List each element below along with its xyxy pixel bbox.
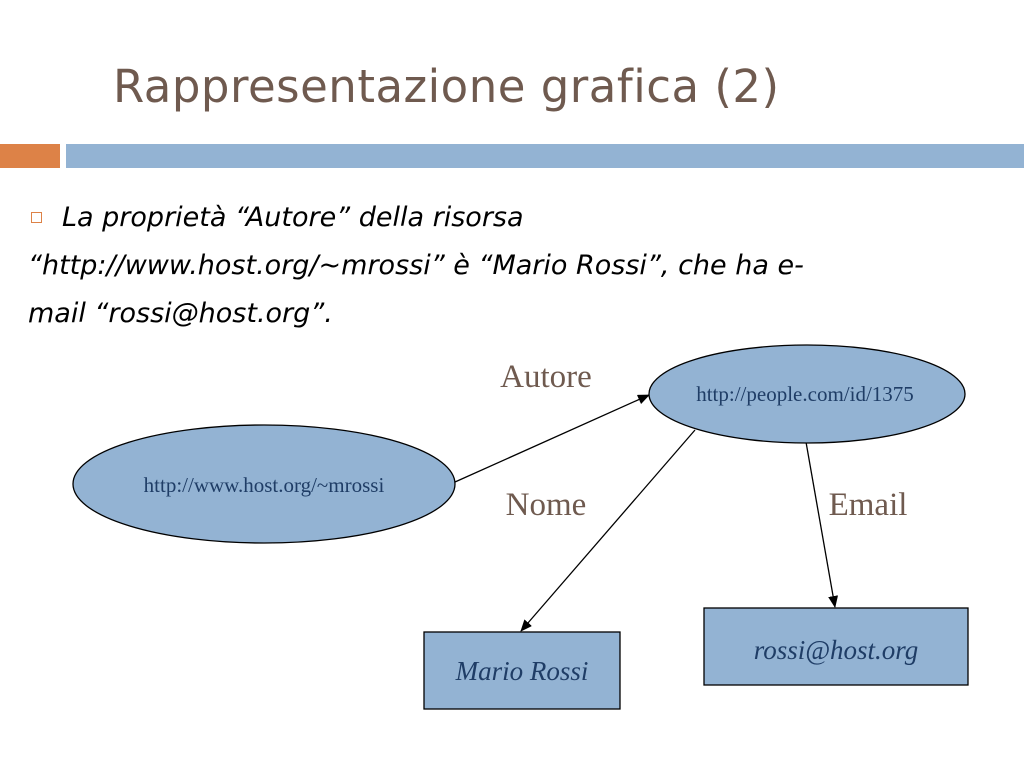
- node-email-label: rossi@host.org: [754, 635, 919, 665]
- accent-bar-orange: [0, 144, 60, 168]
- edge-label-nome: Nome: [506, 487, 587, 523]
- edge-label-email: Email: [829, 487, 908, 523]
- edge-nome: [520, 429, 696, 632]
- node-author-label: http://people.com/id/1375: [696, 382, 914, 406]
- bullet-line-3: mail “rossi@host.org”.: [28, 298, 333, 329]
- node-resource-ellipse: [72, 424, 456, 544]
- bullet-square-icon: [31, 212, 42, 223]
- node-author-ellipse: [648, 344, 966, 444]
- node-email-box: [703, 607, 969, 686]
- accent-bar-blue: [66, 144, 1024, 168]
- node-name-label: Mario Rossi: [455, 656, 589, 686]
- node-name-box: [423, 631, 621, 710]
- edge-email: [805, 441, 839, 608]
- bullet-line-2: “http://www.host.org/~mrossi” è “Mario R…: [28, 250, 804, 281]
- node-resource-label: http://www.host.org/~mrossi: [144, 473, 385, 497]
- bullet-text: La proprietà “Autore” della risorsa “http…: [28, 194, 968, 338]
- edge-label-autore: Autore: [500, 359, 592, 395]
- bullet-line-1: La proprietà “Autore” della risorsa: [62, 202, 524, 233]
- slide-title: Rappresentazione grafica (2): [113, 60, 780, 113]
- edge-autore: [454, 394, 650, 483]
